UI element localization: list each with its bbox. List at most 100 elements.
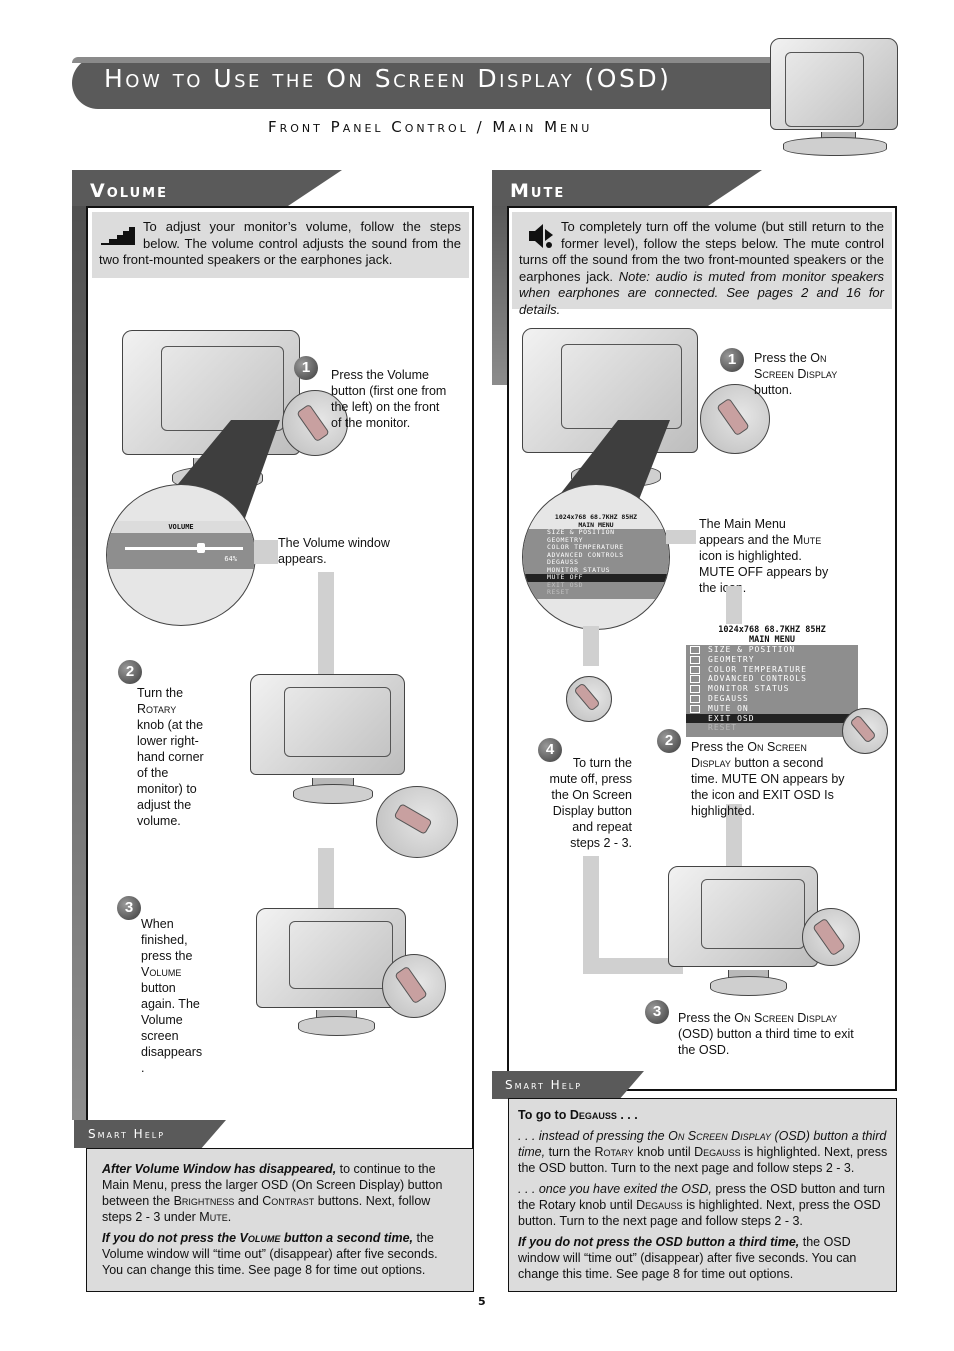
osd-menu-item: SIZE & POSITION <box>686 645 858 655</box>
osd-button-zoom <box>700 384 770 454</box>
mute-connector-b <box>583 626 599 666</box>
osd-main-menu-header: 1024x768 68.7KHZ 85HZ MAIN MENU <box>686 624 858 645</box>
mute-intro-note: Note: audio is muted from monitor speake… <box>519 268 884 317</box>
osd-menu-item: MONITOR STATUS <box>686 684 858 694</box>
osd-main-menu: 1024x768 68.7KHZ 85HZ MAIN MENU SIZE & P… <box>686 624 858 737</box>
volume-button-zoom <box>282 390 348 456</box>
volume-icon <box>99 225 137 247</box>
mute-monitor-3 <box>668 866 818 996</box>
volume-step1-text: Press the Volume button (first one from … <box>331 368 447 430</box>
osd-button-zoom-2 <box>842 708 888 754</box>
smart-help-right-p3: If you do not press the OSD button a thi… <box>518 1235 857 1281</box>
osd-menu-item-icon <box>690 675 700 684</box>
volume-connector-1 <box>318 572 334 676</box>
osd-menu-item: COLOR TEMPERATURE <box>686 665 858 675</box>
volume-step3-number: 3 <box>117 896 141 920</box>
osd-button-zoom-3 <box>802 908 860 966</box>
zoom-menu-item: MONITOR STATUS <box>547 565 611 574</box>
volume-heading: Volume <box>90 180 168 202</box>
osd-menu-item: DEGAUSS <box>686 694 858 704</box>
volume-connector-2 <box>318 848 334 912</box>
mute-icon <box>525 221 555 251</box>
smart-help-left-p2: If you do not press the Volume button a … <box>102 1231 438 1277</box>
zoom-menu-item: ADVANCED CONTROLS <box>547 550 624 559</box>
mute-tab <box>492 170 762 206</box>
osd-menu-item-icon <box>690 655 700 664</box>
mute-intro-text: To completely turn off the volume (but s… <box>519 219 884 284</box>
page-subtitle: Front Panel Control / Main Menu <box>268 118 593 136</box>
mute-step3-text: Press the On Screen Display (OSD) button… <box>678 1011 854 1057</box>
mute-step1-text: Press the On Screen Display button. <box>754 351 838 397</box>
mute-side-shade <box>492 170 510 385</box>
mute-connector-d <box>583 958 683 974</box>
smart-help-right-title: Smart Help <box>505 1078 583 1092</box>
osd-menu-item: EXIT OSD <box>686 713 858 724</box>
volume-button-zoom-2 <box>382 954 446 1018</box>
volume-window-zoom: VOLUME 64% <box>106 484 256 626</box>
mute-step2-text: Press the On Screen Display button a sec… <box>691 740 845 818</box>
zoom-menu-resolution: 1024x768 68.7KHZ 85HZ <box>554 513 638 521</box>
zoom-menu-item: SIZE & POSITION <box>547 528 615 536</box>
smart-help-right-box: To go to Degauss . . . . . . instead of … <box>508 1098 897 1292</box>
smart-help-left-p1: After Volume Window has disappeared, to … <box>102 1162 443 1224</box>
volume-step3-text: When finished, press the Volume button a… <box>141 917 203 1075</box>
title-bar-highlight <box>72 57 784 63</box>
smart-help-right-p1: . . . instead of pressing the On Screen … <box>518 1129 888 1175</box>
mute-connector-e <box>726 804 742 868</box>
volume-tab <box>72 170 342 206</box>
osd-menu-item-icon <box>690 665 700 674</box>
zoom-menu-item: EXIT OSD <box>547 580 584 589</box>
mute-connector-c <box>583 856 599 972</box>
mute-step3-number: 3 <box>645 1000 669 1024</box>
osd-menu-title: MAIN MENU <box>748 635 796 645</box>
header-monitor-illustration <box>770 38 898 156</box>
volume-intro-text: To adjust your monitor’s volume, follow … <box>99 219 461 267</box>
mute-intro: To completely turn off the volume (but s… <box>512 212 892 317</box>
smart-help-left-tab <box>74 1120 226 1148</box>
zoom-menu-item: MUTE OFF <box>523 573 669 582</box>
osd-menu-item: ADVANCED CONTROLS <box>686 674 858 684</box>
smart-help-right-p2: . . . once you have exited the OSD, pres… <box>518 1182 885 1228</box>
mute-monitor-1 <box>522 328 698 488</box>
osd-menu-item: MUTE ON <box>686 704 858 714</box>
mute-step1-number: 1 <box>720 348 744 372</box>
volume-step2-number: 2 <box>118 660 142 684</box>
osd-menu-item-icon <box>690 646 700 654</box>
zoom-menu-item: COLOR TEMPERATURE <box>547 543 624 551</box>
volume-caption-connector <box>254 540 278 564</box>
main-menu-caption: The Main Menu appears and the Mute icon … <box>699 517 829 595</box>
volume-monitor-2 <box>250 674 405 804</box>
volume-step2-text: Turn the Rotary knob (at the lower right… <box>137 686 204 828</box>
smart-help-right-tab <box>492 1071 644 1099</box>
page-title: How to Use the On Screen Display (OSD) <box>104 64 672 93</box>
osd-menu-item: GEOMETRY <box>686 655 858 665</box>
smart-help-left-title: Smart Help <box>88 1127 166 1141</box>
zoom-menu-item: RESET <box>547 588 570 596</box>
osd-menu-item-icon <box>690 685 700 694</box>
zoom-menu-item: GEOMETRY <box>547 535 584 544</box>
osd-menu-item-icon <box>690 694 700 703</box>
rotary-knob-zoom <box>376 786 458 858</box>
osd-volume-slider <box>196 543 205 553</box>
volume-intro: To adjust your monitor’s volume, follow … <box>92 212 469 278</box>
volume-side-shade <box>72 170 90 1120</box>
mute-step2-number: 2 <box>657 729 681 753</box>
zoom-menu-item: DEGAUSS <box>547 558 579 566</box>
page-number: 5 <box>478 1295 486 1308</box>
volume-monitor-3 <box>256 908 406 1036</box>
main-menu-zoom: 1024x768 68.7KHZ 85HZ MAIN MENU SIZE & P… <box>522 484 670 630</box>
osd-resolution: 1024x768 68.7KHZ 85HZ <box>718 625 826 635</box>
smart-help-left-box: After Volume Window has disappeared, to … <box>86 1148 474 1292</box>
volume-step1-number: 1 <box>294 356 318 380</box>
mute-heading: Mute <box>510 180 566 202</box>
osd-button-zoom-4 <box>566 676 612 722</box>
osd-volume-label: VOLUME <box>107 521 255 533</box>
mute-step4-number: 4 <box>538 738 562 762</box>
osd-volume-value: 64% <box>224 555 237 563</box>
osd-menu-item: RESET <box>708 723 738 733</box>
volume-window-caption: The Volume window appears. <box>278 536 390 566</box>
mute-connector-a <box>726 586 742 626</box>
title-bar <box>72 57 784 109</box>
